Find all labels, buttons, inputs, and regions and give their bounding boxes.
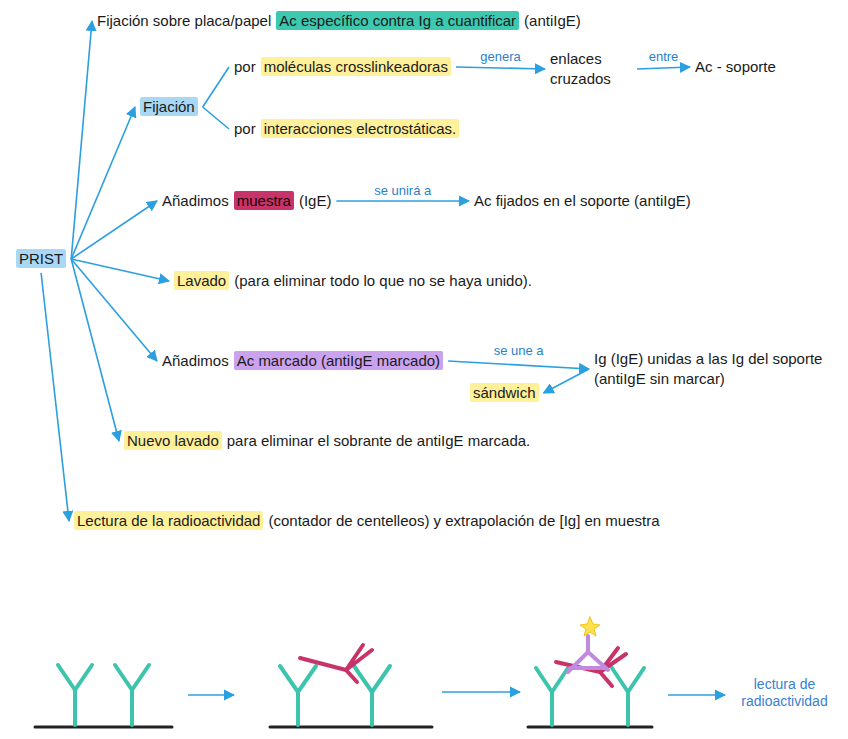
edge-label: genera <box>478 49 522 64</box>
panel-sample-bound <box>270 645 432 727</box>
result-node: Ac - soporte <box>693 56 778 78</box>
highlighted-text: muestra <box>234 191 294 210</box>
result-node: sándwich <box>468 382 541 404</box>
highlighted-text: moléculas crosslinkeadoras <box>261 57 451 76</box>
node-text: por <box>234 120 256 137</box>
node-text: enlaces cruzados <box>550 50 611 87</box>
connector-arrow <box>448 361 589 369</box>
node-text: Ac fijados en el soporte (antiIgE) <box>474 192 691 209</box>
step-arrow <box>442 691 520 693</box>
node-text: para eliminar el sobrante de antiIgE mar… <box>227 432 531 449</box>
root-topic: PRIST <box>14 248 68 270</box>
connector-arrow <box>71 201 157 259</box>
connector-arrow <box>637 67 690 69</box>
connector-arrow <box>456 67 545 69</box>
connector-arrow <box>71 107 135 259</box>
node-text: Fijación sobre placa/papel <box>97 12 271 29</box>
highlighted-text: Lavado <box>174 271 229 290</box>
highlighted-text: Ac específico contra Ig a cuantificar <box>276 11 519 30</box>
highlighted-text: Fijación <box>140 97 198 116</box>
highlighted-text: interacciones electrostáticas. <box>261 119 460 138</box>
node-text: Ac - soporte <box>695 58 776 75</box>
connector-arrow <box>203 67 229 107</box>
result-node: enlaces cruzados <box>548 48 634 90</box>
connector-arrow <box>544 369 589 393</box>
panel-fixed-antibodies <box>35 665 172 727</box>
step-node: Lectura de la radioactividad (contador de… <box>72 510 662 532</box>
node-text: Ig (IgE) unidas a las Ig del soporte (an… <box>594 350 822 387</box>
subtopic-node: Fijación <box>138 96 200 118</box>
method-node: por moléculas crosslinkeadoras <box>232 56 453 78</box>
node-text: (para eliminar todo lo que no se haya un… <box>234 272 532 289</box>
step-arrow <box>188 694 234 696</box>
step-node: Añadimos muestra (IgE) <box>160 190 333 212</box>
connector-arrow <box>71 259 119 441</box>
highlighted-text: Nuevo lavado <box>124 431 222 450</box>
highlighted-text: Ac marcado (antiIgE marcado) <box>234 351 443 370</box>
node-text: Añadimos <box>162 352 229 369</box>
node-text: por <box>234 58 256 75</box>
connector-arrow <box>203 107 229 129</box>
edge-label: entre <box>647 49 681 64</box>
step-node: Nuevo lavado para eliminar el sobrante de… <box>122 430 532 452</box>
node-text: (IgE) <box>299 192 332 209</box>
step-node: Fijación sobre placa/papel Ac específico … <box>95 10 583 32</box>
connector-arrow <box>336 200 469 202</box>
illustration-label: lectura de radioactividad <box>732 676 837 710</box>
node-text: (contador de centelleos) y extrapolación… <box>268 512 659 529</box>
step-arrow <box>668 694 725 696</box>
edge-label: se unirá a <box>372 183 433 198</box>
node-text: Añadimos <box>162 192 229 209</box>
highlighted-text: sándwich <box>470 383 539 402</box>
node-text: (antiIgE) <box>524 12 581 29</box>
connector-arrow <box>71 259 169 281</box>
step-node: Añadimos Ac marcado (antiIgE marcado) <box>160 350 445 372</box>
method-node: por interacciones electrostáticas. <box>232 118 461 140</box>
connector-arrow <box>71 21 92 259</box>
target-node: Ac fijados en el soporte (antiIgE) <box>472 190 693 212</box>
connector-arrow <box>41 273 69 521</box>
step-node: Lavado (para eliminar todo lo que no se h… <box>172 270 534 292</box>
panel-sandwich <box>528 617 652 727</box>
edge-label: se une a <box>492 343 546 358</box>
highlighted-text: PRIST <box>16 249 66 268</box>
target-node: Ig (IgE) unidas a las Ig del soporte (an… <box>592 348 836 390</box>
highlighted-text: Lectura de la radioactividad <box>74 511 263 530</box>
